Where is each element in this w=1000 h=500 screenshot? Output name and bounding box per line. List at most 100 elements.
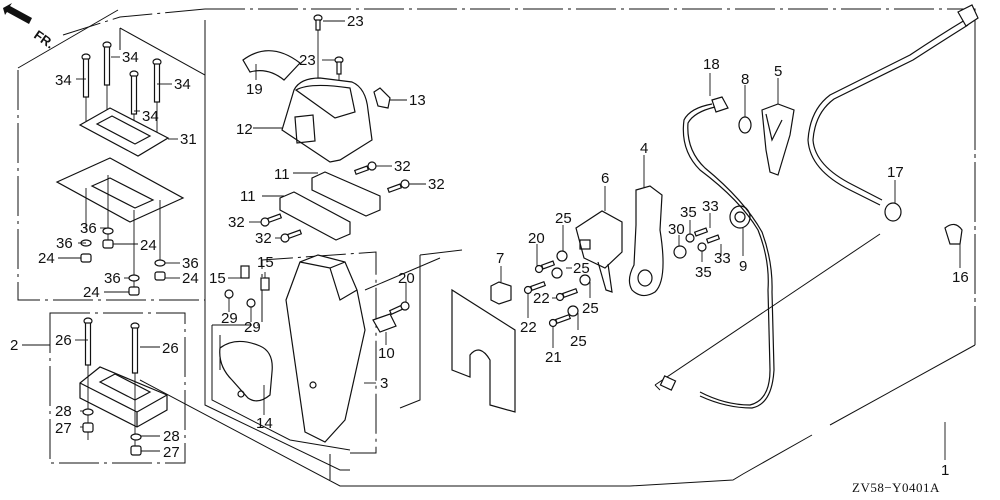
callout-15: 15 [209,270,226,287]
nut-24 [154,271,166,281]
callout-26: 26 [55,332,72,349]
washer-25-b [551,267,563,279]
holder-6-opening [579,239,591,250]
washer-28 [82,408,94,416]
callout-14: 14 [256,415,273,432]
frame-left-upper [17,8,206,301]
callout-25: 25 [555,210,572,227]
case-3 [285,254,366,443]
harness-cable [807,19,966,206]
bolt-26 [131,327,139,374]
cover-14-hole [237,390,245,398]
callout-32: 32 [428,176,445,193]
nut-27 [82,422,94,433]
washer-36 [128,274,140,282]
callout-34: 34 [55,72,72,89]
cap-7 [490,281,512,305]
callout-12: 12 [236,121,253,138]
callout-36: 36 [56,235,73,252]
harness-17 [807,4,979,245]
callout-2: 2 [10,337,18,354]
harness-cable-edge [812,24,969,201]
switch-18-cable [682,103,771,406]
callout-22: 22 [533,290,550,307]
plate-assembly [55,41,185,296]
bolt-34-b [102,41,112,110]
callout-27: 27 [163,444,180,461]
switch-18-cable-edge [687,106,775,409]
callout-36: 36 [104,270,121,287]
callout-16: 16 [952,269,969,286]
connector-1 [659,375,677,391]
nut-29-b [246,298,256,308]
bracket-11-lower [279,191,351,241]
callout-36: 36 [182,255,199,272]
callout-34: 34 [122,49,139,66]
frame-right-corner [654,384,661,391]
lever-assembly [628,185,751,297]
frame-top [205,8,976,15]
diagram-code: ZV58−Y0401A [852,480,940,495]
frame-inner-2 [211,325,351,451]
screw-22-b [555,287,579,302]
gasket-sheet [451,288,516,413]
callout-34: 34 [174,76,191,93]
callout-9: 9 [739,258,747,275]
callout-23: 23 [347,13,364,30]
callout-3: 3 [380,375,388,392]
callout-21: 21 [545,349,562,366]
washer-30 [673,245,687,259]
washer-35-b [697,242,707,252]
nut-29-a [224,289,234,299]
callout-26: 26 [162,340,179,357]
spacer-assembly [79,317,168,456]
frame-lines [17,8,976,487]
callout-29: 29 [221,310,238,327]
frame-lever-right-top [419,249,463,256]
callout-19: 19 [246,81,263,98]
handle-5 [761,103,795,176]
leader-lines [22,20,961,460]
screw-33-b [705,234,721,244]
frame-bottom [139,344,976,487]
holder-6-tab [597,261,613,293]
callout-20: 20 [398,270,415,287]
callout-34: 34 [142,108,159,125]
callout-15: 15 [257,254,274,271]
callout-8: 8 [741,71,749,88]
callout-35: 35 [695,264,712,281]
cover-12 [281,77,373,163]
callout-25: 25 [582,300,599,317]
callout-25: 25 [573,260,590,277]
cover-assembly [242,14,391,163]
switch-18 [711,96,729,113]
cover-14 [219,340,273,402]
callout-32: 32 [255,230,272,247]
nut-24 [80,253,92,263]
plate-31-opening [95,115,152,145]
cover-12-top [294,84,356,119]
washer-25-c [579,274,591,286]
callout-5: 5 [774,63,782,80]
washer-25-a [556,250,568,262]
callout-35: 35 [680,204,697,221]
knob-8 [738,116,752,134]
bracket-11-upper [311,171,381,217]
callout-28: 28 [163,428,180,445]
screw-20-b [534,260,556,274]
washer-35-a [685,233,695,243]
screw-20-a [388,301,410,316]
washer-28 [130,433,142,441]
callout-30: 30 [668,221,685,238]
callout-11: 11 [274,166,290,183]
bolt-34-a [81,53,91,122]
nut-27 [130,445,142,456]
callout-20: 20 [528,230,545,247]
bracket-10 [372,313,397,333]
screw-23-a [313,14,323,78]
frame-right-diagonal [654,233,881,386]
callout-7: 7 [496,250,504,267]
nut-24 [102,239,114,249]
callout-27: 27 [55,420,72,437]
